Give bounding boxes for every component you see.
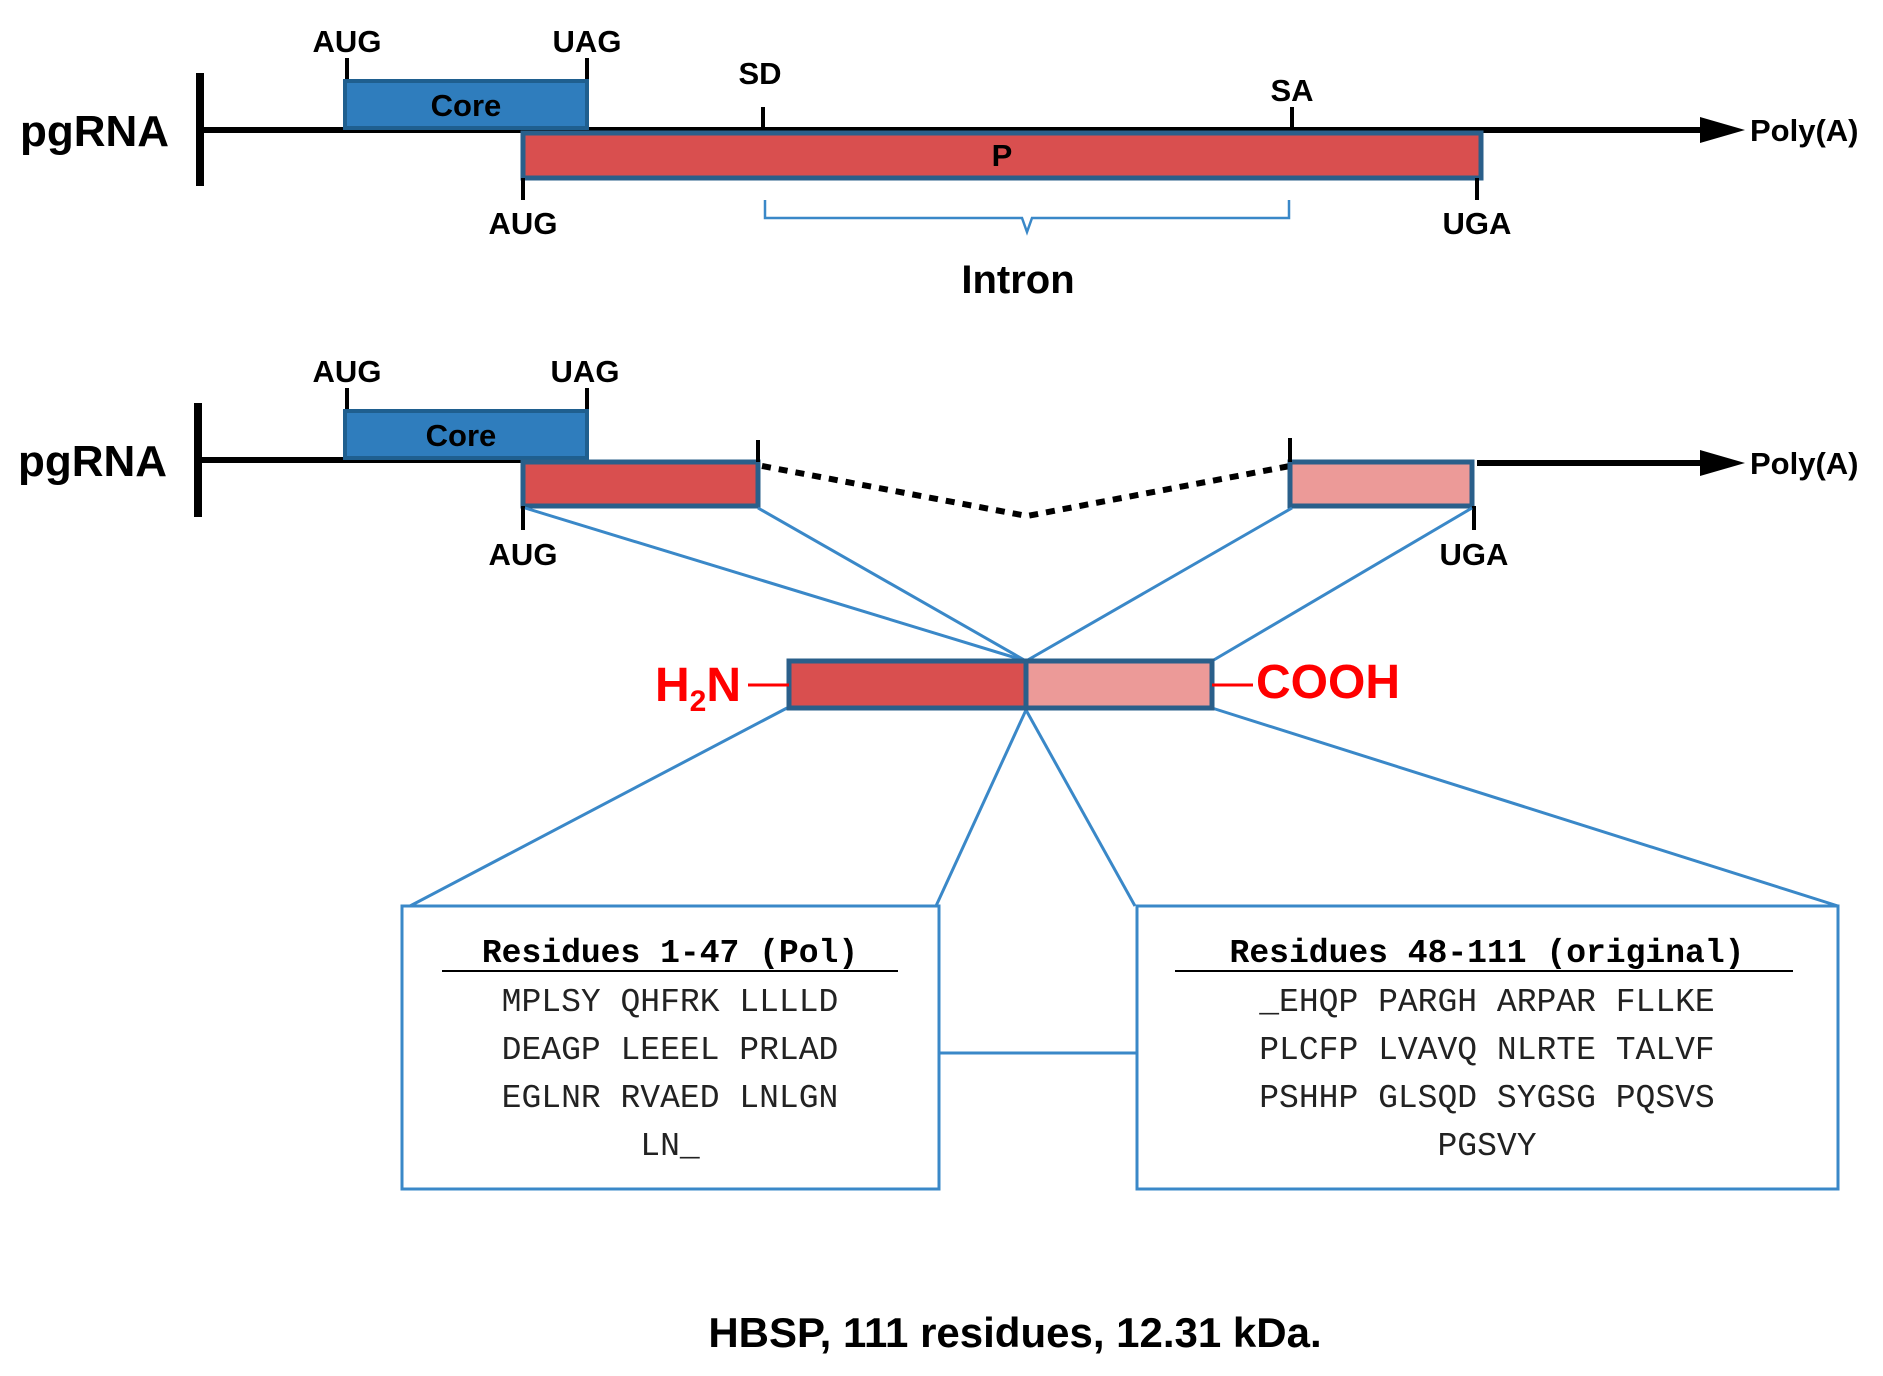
- bottom-spliced-intron: [761, 463, 1291, 520]
- connector-right-box-outer: [1211, 706, 1839, 908]
- top-p-box: [520, 130, 1484, 181]
- right-box-line: PSHHP GLSQD SYGSG PQSVS: [1259, 1080, 1714, 1117]
- top-p-start-codon: AUG: [489, 206, 558, 241]
- top-intron-label: Intron: [961, 258, 1074, 302]
- top-core-label: Core: [431, 88, 502, 123]
- connector-left-box-inner: [934, 709, 1028, 907]
- top-core-start-codon: AUG: [313, 24, 382, 59]
- connector-lines: [409, 506, 1839, 1055]
- bottom-rna-arrowhead: [1700, 450, 1745, 476]
- connector-exon2-left: [1025, 506, 1293, 663]
- left-box-line: LN_: [640, 1128, 700, 1165]
- top-panel: pgRNA Poly(A) AUG UAG Core P AUG UGA SD …: [20, 24, 1859, 302]
- connector-right-box-inner: [1024, 709, 1137, 907]
- bottom-core-label: Core: [426, 418, 497, 453]
- right-box-frame: [1135, 904, 1840, 1191]
- top-core-box: [343, 79, 589, 130]
- right-sequence-box: Residues 48-111 (original) _EHQP PARGH A…: [1135, 904, 1840, 1191]
- bottom-pgrna-label: pgRNA: [18, 437, 167, 486]
- top-pgrna-label: pgRNA: [20, 107, 169, 156]
- right-box-line: PLCFP LVAVQ NLRTE TALVF: [1259, 1032, 1714, 1069]
- top-sd-label: SD: [738, 56, 781, 91]
- bottom-exon2-box: [1287, 459, 1475, 509]
- protein-original-segment: [1023, 658, 1215, 711]
- top-p-label: P: [992, 138, 1013, 173]
- protein-pol-segment: [786, 658, 1029, 711]
- bottom-core-box: [343, 409, 589, 460]
- left-box-title: Residues 1-47 (Pol): [482, 935, 858, 972]
- left-box-line: EGLNR RVAED LNLGN: [502, 1080, 839, 1117]
- bottom-exon1-box: [520, 459, 761, 509]
- left-sequence-box: Residues 1-47 (Pol) MPLSY QHFRK LLLLD DE…: [400, 904, 941, 1191]
- right-box-line: _EHQP PARGH ARPAR FLLKE: [1258, 984, 1714, 1021]
- bottom-polya-label: Poly(A): [1750, 446, 1859, 481]
- top-sa-label: SA: [1270, 73, 1313, 108]
- bottom-core-stop-codon: UAG: [551, 354, 620, 389]
- bottom-panel: pgRNA Poly(A) AUG UAG Core AUG UGA: [18, 354, 1859, 572]
- c-terminus-label: COOH: [1256, 656, 1400, 709]
- connector-left-box-outer: [409, 706, 788, 908]
- figure-caption: HBSP, 111 residues, 12.31 kDa.: [708, 1309, 1321, 1356]
- left-box-frame: [400, 904, 941, 1191]
- bottom-core-start-codon: AUG: [313, 354, 382, 389]
- top-polya-label: Poly(A): [1750, 113, 1859, 148]
- bottom-exon-start-codon: AUG: [489, 537, 558, 572]
- bottom-exon-stop-codon: UGA: [1440, 537, 1509, 572]
- protein: H2N COOH: [655, 656, 1400, 718]
- right-box-line: PGSVY: [1437, 1128, 1536, 1165]
- connector-exon2-right: [1211, 506, 1473, 663]
- n-terminus-label: H2N: [655, 659, 741, 718]
- connector-exon1-left: [524, 506, 1027, 663]
- top-p-stop-codon: UGA: [1443, 206, 1512, 241]
- left-box-line: DEAGP LEEEL PRLAD: [502, 1032, 839, 1069]
- top-core-stop-codon: UAG: [553, 24, 622, 59]
- top-intron-bracket: [763, 200, 1291, 236]
- left-box-line: MPLSY QHFRK LLLLD: [502, 984, 839, 1021]
- right-box-title: Residues 48-111 (original): [1230, 935, 1745, 972]
- top-rna-arrowhead: [1700, 117, 1745, 143]
- connector-exon1-right: [757, 506, 1027, 663]
